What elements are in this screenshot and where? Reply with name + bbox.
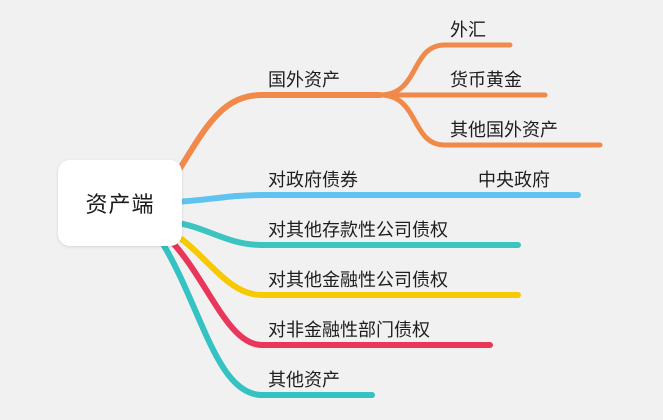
connector-other-assets [155, 233, 375, 398]
leaf-label-forex: 外汇 [450, 20, 486, 41]
connector-other-depository [167, 219, 521, 248]
branch-label-other-assets: 其他资产 [268, 370, 340, 391]
branch-label-foreign-assets: 国外资产 [268, 70, 340, 91]
connector-government-bonds [172, 192, 581, 205]
branch-label-government-bonds: 对政府债券 [268, 170, 358, 191]
leaf-label-central-government: 中央政府 [478, 170, 550, 191]
root-node: 资产端 [58, 160, 182, 246]
connector-non-financial [159, 229, 493, 348]
root-label: 资产端 [85, 193, 155, 218]
branch-label-other-financial: 对其他金融性公司债权 [268, 270, 448, 291]
leaf-label-other-foreign-assets: 其他国外资产 [450, 120, 558, 141]
branch-label-non-financial: 对非金融性部门债权 [268, 320, 430, 341]
branch-label-other-depository: 对其他存款性公司债权 [268, 220, 448, 241]
connector-other-foreign-assets [377, 92, 603, 148]
leaf-label-monetary-gold: 货币黄金 [450, 70, 522, 91]
